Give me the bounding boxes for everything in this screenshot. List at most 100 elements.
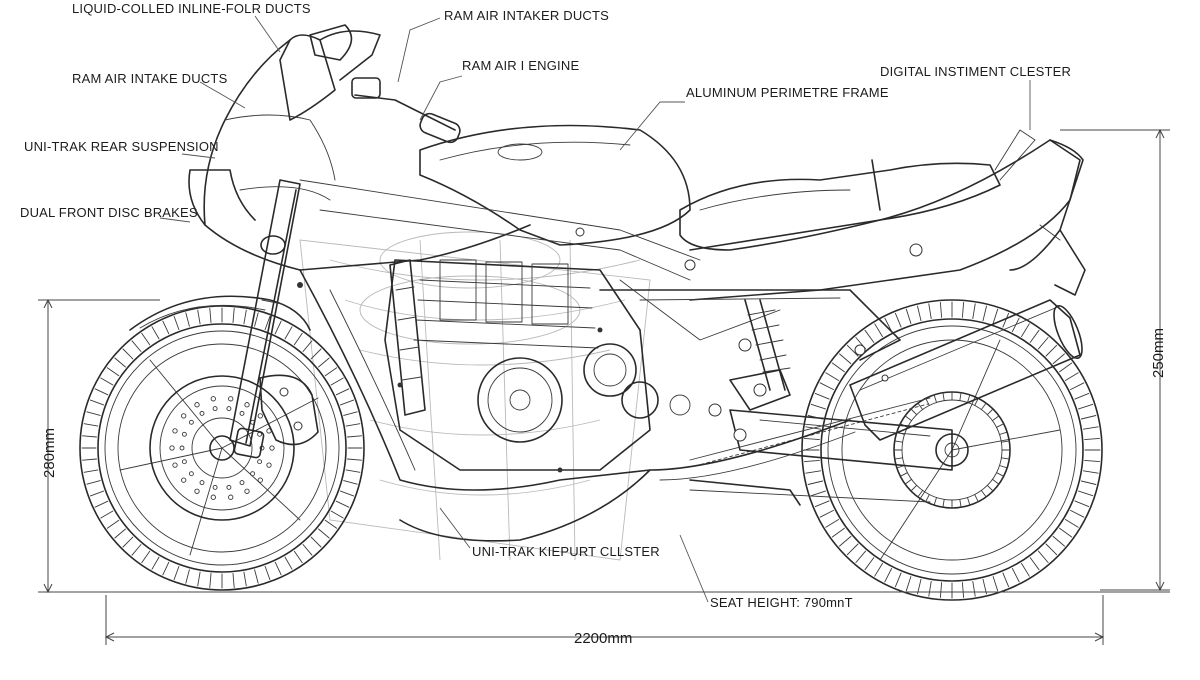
tread-mark (302, 544, 313, 556)
tread-mark (106, 367, 120, 377)
sprocket-tooth (925, 494, 930, 503)
tread-mark (846, 344, 859, 357)
tread-mark (839, 353, 852, 365)
tread-mark (141, 550, 151, 564)
upper-fairing (188, 39, 531, 271)
tread-mark (274, 320, 282, 335)
tread-mark (86, 411, 101, 416)
label-uni-trak-rear-suspension: UNI-TRAK REAR SUSPENSION (24, 139, 219, 154)
leader-lines (159, 15, 1031, 603)
tread-mark (1021, 323, 1030, 338)
sprocket-tooth (942, 392, 945, 402)
tread-mark (339, 490, 355, 497)
tread-mark (1080, 480, 1097, 485)
sprocket-tooth (910, 484, 918, 492)
tread-mark (284, 556, 293, 570)
tread-mark (1084, 459, 1100, 463)
sprocket-tooth (974, 494, 979, 503)
front-fender (129, 295, 311, 331)
tread-mark (961, 582, 965, 598)
dimension-height-right: 250mm (1150, 328, 1167, 378)
tread-mark (804, 437, 820, 441)
tread-mark (819, 382, 834, 391)
tread-mark (1074, 392, 1090, 400)
tread-mark (232, 308, 235, 323)
tread-mark (1080, 415, 1097, 420)
tread-mark (804, 459, 820, 463)
sprocket-tooth (967, 497, 971, 506)
tread-mark (318, 357, 330, 368)
tread-mark (1045, 543, 1058, 556)
tread-mark (335, 388, 350, 396)
tread-mark (1002, 312, 1010, 328)
labels: LIQUID-COLLED INLINE-FOLR DUCTS RAM AIR … (20, 1, 1167, 647)
sprocket-tooth (904, 415, 912, 422)
disc-hole (250, 471, 256, 477)
tread-mark (82, 458, 97, 461)
tread-mark (807, 480, 824, 485)
tread-mark (814, 500, 830, 508)
tread-mark (243, 309, 247, 325)
tread-mark (884, 317, 893, 332)
disc-hole (257, 477, 263, 483)
tread-mark (310, 536, 322, 548)
tread-mark (972, 303, 976, 320)
tread-mark (839, 535, 852, 547)
rear-sprocket (893, 391, 1011, 509)
dimension-height-left: 280mm (41, 428, 58, 478)
sprocket-tooth (925, 397, 930, 406)
disc-hole (181, 413, 187, 419)
front-wheel (79, 305, 365, 591)
disc-hole (239, 480, 245, 486)
tread-mark (928, 580, 932, 597)
tread-mark (894, 312, 902, 328)
tread-mark (1059, 527, 1073, 538)
label-liquid-cooled-ducts: LIQUID-COLLED INLINE-FOLR DUCTS (72, 1, 311, 16)
tread-mark (917, 578, 922, 595)
sprocket-tooth (980, 402, 987, 410)
label-ram-air-engine: RAM AIR I ENGINE (462, 58, 579, 73)
tread-mark (100, 510, 114, 519)
tread-mark (1070, 382, 1085, 391)
disc-hole (212, 484, 218, 490)
tread-mark (151, 326, 160, 340)
tread-mark (209, 308, 212, 323)
disc-hole (179, 445, 185, 451)
tread-mark (825, 519, 840, 528)
tread-mark (905, 308, 912, 324)
front-fork (229, 179, 301, 459)
tread-mark (1037, 550, 1049, 563)
tread-mark (1052, 353, 1065, 365)
tread-mark (83, 469, 99, 473)
disc-hole (226, 406, 232, 412)
disc-hole (239, 410, 245, 416)
sprocket-tooth (910, 408, 918, 416)
label-ram-air-intaker-ducts: RAM AIR INTAKER DUCTS (444, 8, 609, 23)
tread-mark (330, 377, 344, 386)
sprocket-tooth (917, 402, 924, 410)
tread-mark (345, 423, 361, 427)
tread-mark (264, 565, 271, 581)
tread-mark (831, 527, 845, 538)
sprocket-tooth (986, 408, 994, 416)
tread-mark (243, 571, 247, 587)
tread-mark (264, 315, 271, 331)
tread-mark (330, 510, 344, 519)
sprocket-tooth (899, 472, 908, 477)
engine-block (384, 259, 691, 471)
tread-mark (917, 305, 922, 322)
mirror (309, 24, 353, 61)
tread-mark (1078, 490, 1094, 497)
tread-mark (939, 302, 943, 318)
tread-mark (131, 340, 142, 352)
tread-mark (94, 388, 109, 396)
tread-mark (1064, 519, 1079, 528)
disc-hole (210, 494, 216, 500)
dimension-lines (38, 128, 1170, 645)
tread-mark (151, 556, 160, 570)
disc-hole (257, 413, 263, 419)
sprocket-tooth (894, 440, 904, 443)
disc-hole (181, 431, 187, 437)
sprocket-tooth (959, 498, 962, 508)
